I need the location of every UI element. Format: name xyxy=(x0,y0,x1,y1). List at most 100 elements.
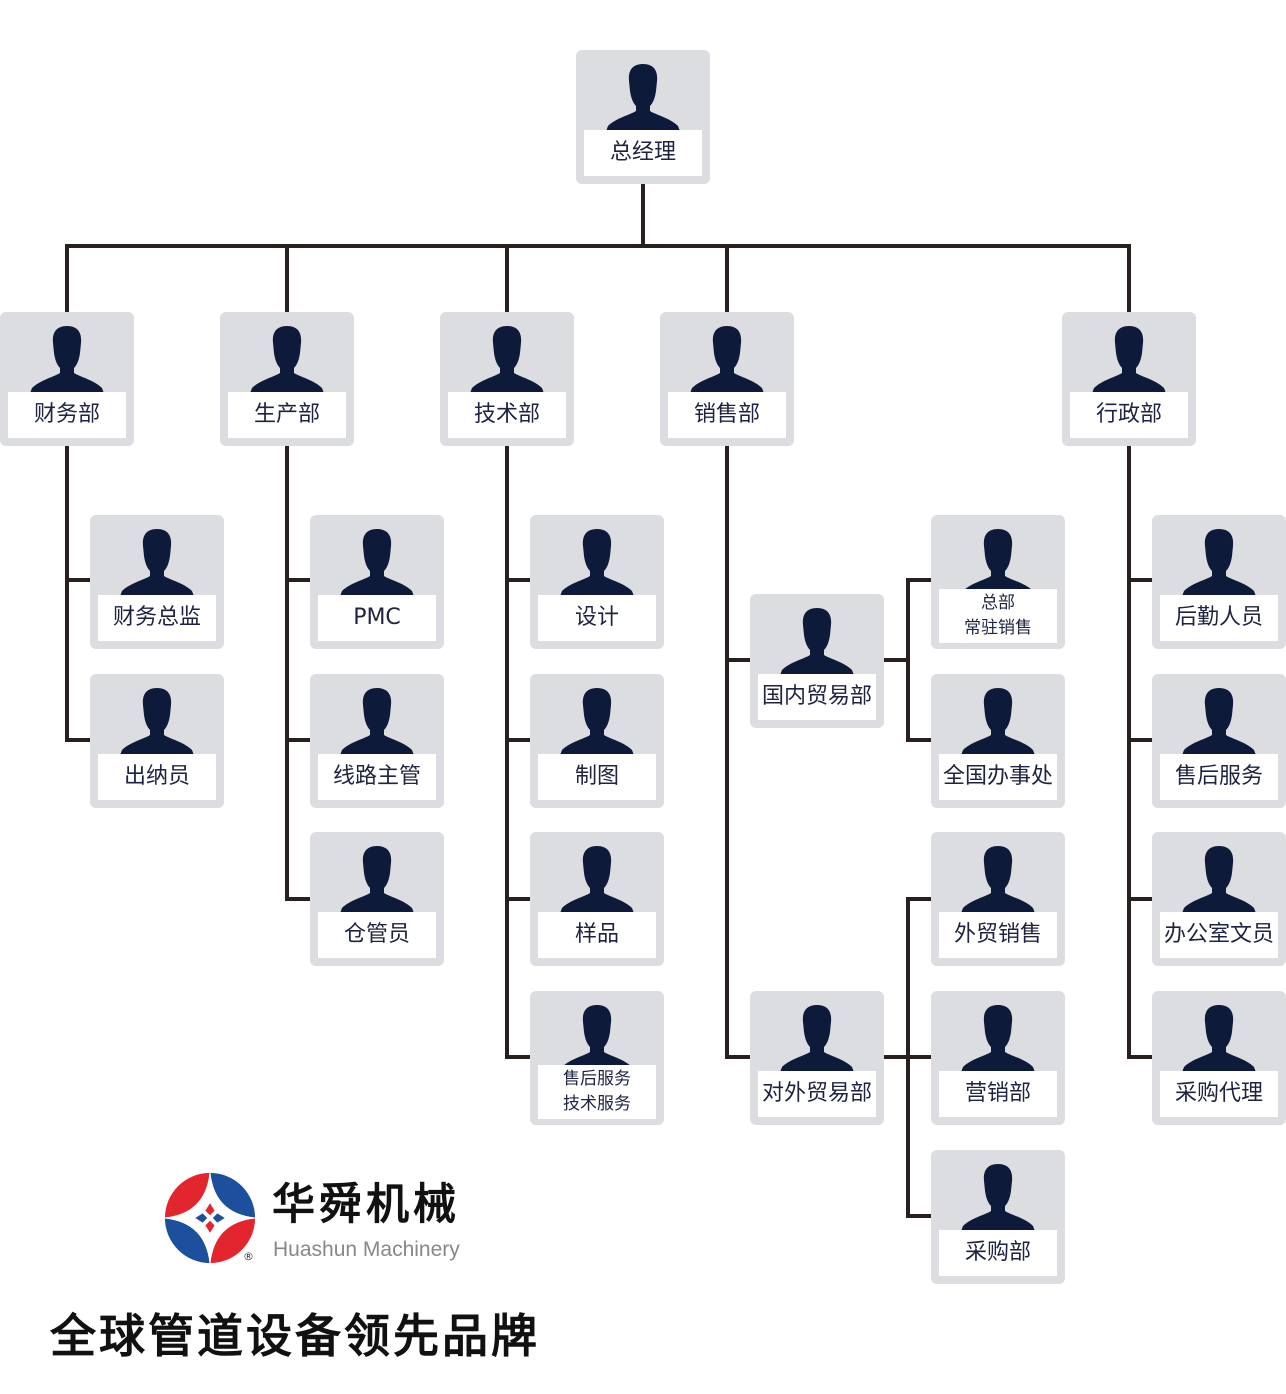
node-label: 销售部 xyxy=(668,392,786,438)
node-sub-department: 对外贸易部 xyxy=(750,991,884,1125)
node-label: 样品 xyxy=(538,912,656,958)
person-silhouette-icon xyxy=(1091,326,1167,396)
person-silhouette-icon xyxy=(1181,688,1257,758)
person-silhouette-icon xyxy=(960,529,1036,599)
person-silhouette-icon xyxy=(29,326,105,396)
node-label: 仓管员 xyxy=(318,912,436,958)
person-silhouette-icon xyxy=(960,1005,1036,1075)
node-position: 财务总监 xyxy=(90,515,224,649)
connector-line xyxy=(65,578,90,582)
connector-line xyxy=(906,1055,931,1059)
node-position: 办公室文员 xyxy=(1152,832,1286,966)
node-label: 生产部 xyxy=(228,392,346,438)
node-position: 制图 xyxy=(530,674,664,808)
person-silhouette-icon xyxy=(339,688,415,758)
person-silhouette-icon xyxy=(779,608,855,678)
connector-line xyxy=(285,246,289,312)
connector-line xyxy=(725,246,729,312)
registered-mark: ® xyxy=(243,1250,254,1263)
person-silhouette-icon xyxy=(559,688,635,758)
connector-line xyxy=(1127,578,1152,582)
connector-line xyxy=(725,446,729,1059)
connector-line xyxy=(641,184,645,248)
node-label: 办公室文员 xyxy=(1160,912,1278,958)
connector-line xyxy=(884,658,908,662)
person-silhouette-icon xyxy=(249,326,325,396)
connector-line xyxy=(725,658,750,662)
node-label: 技术部 xyxy=(448,392,566,438)
person-silhouette-icon xyxy=(119,529,195,599)
connector-line xyxy=(65,244,1131,248)
node-label: 后勤人员 xyxy=(1160,595,1278,641)
node-position: 出纳员 xyxy=(90,674,224,808)
node-label: 行政部 xyxy=(1070,392,1188,438)
person-silhouette-icon xyxy=(960,1164,1036,1234)
node-label: 财务总监 xyxy=(98,595,216,641)
node-general-manager: 总经理 xyxy=(576,50,710,184)
node-label: 线路主管 xyxy=(318,754,436,800)
node-label: 采购部 xyxy=(939,1230,1057,1276)
node-label: 制图 xyxy=(538,754,656,800)
connector-line xyxy=(285,738,310,742)
node-position: 全国办事处 xyxy=(931,674,1065,808)
connector-line xyxy=(906,578,910,742)
slogan: 全球管道设备领先品牌 xyxy=(50,1309,540,1363)
node-label: 外贸销售 xyxy=(939,912,1057,958)
connector-line xyxy=(505,246,509,312)
node-department: 技术部 xyxy=(440,312,574,446)
connector-line xyxy=(65,246,69,312)
node-department: 财务部 xyxy=(0,312,134,446)
person-silhouette-icon xyxy=(1181,529,1257,599)
node-position: 售后服务 技术服务 xyxy=(530,991,664,1125)
brand-name-cn: 华舜机械 xyxy=(272,1180,460,1230)
node-position: 采购部 xyxy=(931,1150,1065,1284)
connector-line xyxy=(285,446,289,901)
node-position: 线路主管 xyxy=(310,674,444,808)
person-silhouette-icon xyxy=(339,846,415,916)
node-label: 营销部 xyxy=(939,1071,1057,1117)
person-silhouette-icon xyxy=(1181,846,1257,916)
person-silhouette-icon xyxy=(469,326,545,396)
node-label: 售后服务 xyxy=(1160,754,1278,800)
node-position: 总部 常驻销售 xyxy=(931,515,1065,649)
connector-line xyxy=(65,738,90,742)
person-silhouette-icon xyxy=(559,1005,635,1075)
connector-line xyxy=(505,446,509,1059)
node-department: 行政部 xyxy=(1062,312,1196,446)
person-silhouette-icon xyxy=(1181,1005,1257,1075)
connector-line xyxy=(505,1055,530,1059)
connector-line xyxy=(906,578,931,582)
person-silhouette-icon xyxy=(689,326,765,396)
connector-line xyxy=(1127,446,1131,1059)
connector-line xyxy=(1127,897,1152,901)
node-position: 采购代理 xyxy=(1152,991,1286,1125)
person-silhouette-icon xyxy=(779,1005,855,1075)
node-label: 总部 常驻销售 xyxy=(939,589,1057,643)
node-department: 销售部 xyxy=(660,312,794,446)
node-label: 售后服务 技术服务 xyxy=(538,1065,656,1119)
connector-line xyxy=(65,446,69,742)
connector-line xyxy=(725,1055,750,1059)
connector-line xyxy=(884,1055,908,1059)
node-label: 全国办事处 xyxy=(939,754,1057,800)
node-label: PMC xyxy=(318,595,436,641)
node-label: 总经理 xyxy=(584,130,702,176)
node-position: 外贸销售 xyxy=(931,832,1065,966)
connector-line xyxy=(505,578,530,582)
node-position: 售后服务 xyxy=(1152,674,1286,808)
node-label: 国内贸易部 xyxy=(758,674,876,720)
connector-line xyxy=(285,897,310,901)
person-silhouette-icon xyxy=(559,846,635,916)
person-silhouette-icon xyxy=(960,846,1036,916)
node-department: 生产部 xyxy=(220,312,354,446)
node-sub-department: 国内贸易部 xyxy=(750,594,884,728)
connector-line xyxy=(906,738,931,742)
connector-line xyxy=(1127,738,1152,742)
connector-line xyxy=(505,897,530,901)
node-position: PMC xyxy=(310,515,444,649)
connector-line xyxy=(1127,1055,1152,1059)
person-silhouette-icon xyxy=(960,688,1036,758)
huashun-logo xyxy=(164,1172,256,1264)
node-position: 营销部 xyxy=(931,991,1065,1125)
person-silhouette-icon xyxy=(605,64,681,134)
